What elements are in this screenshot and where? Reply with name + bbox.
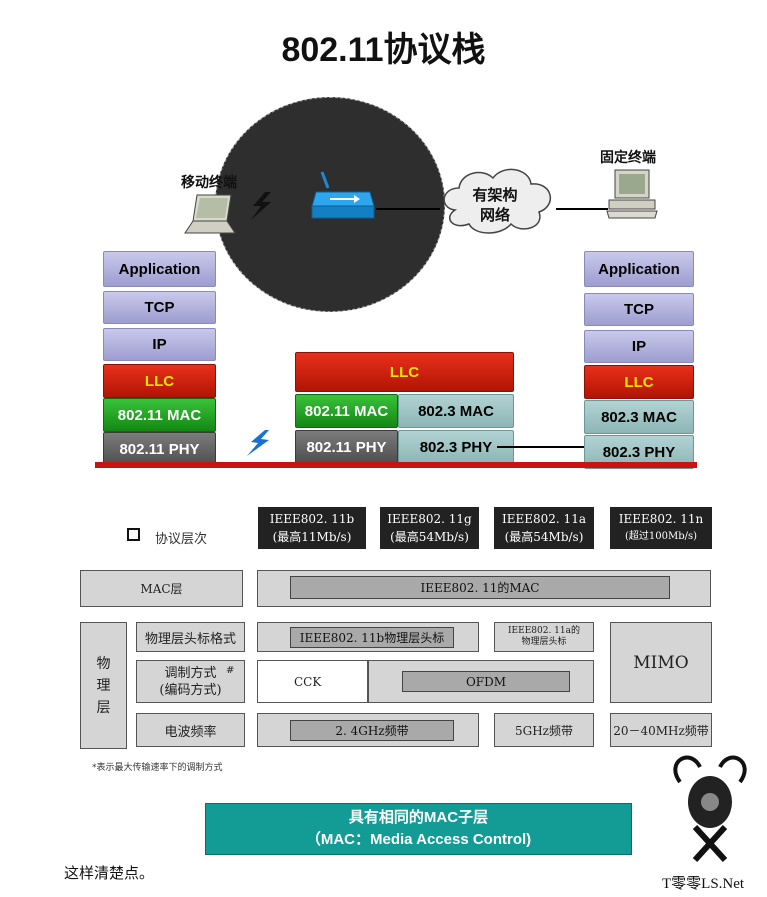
footnote: *表示最大传输速率下的调制方式	[92, 763, 223, 773]
mobile-terminal-label: 移动终端	[181, 174, 237, 190]
right-stack-application: Application	[584, 251, 694, 287]
lightning-icon	[251, 192, 271, 220]
header-11b: IEEE802. 11b (最高11Mb/s)	[258, 507, 366, 549]
cck-cell: CCK	[257, 660, 368, 703]
legend-square-icon	[127, 528, 140, 541]
wired-network-cloud-icon	[443, 168, 552, 234]
mac-sublayer-banner: 具有相同的MAC子层 （MAC：Media Access Control)	[205, 803, 632, 855]
middle-stack-mac-3: 802.3 MAC	[398, 394, 514, 428]
right-stack-ip: IP	[584, 330, 694, 363]
wired-cloud-label: 有架构 网络	[460, 186, 530, 226]
header-11n: IEEE802. 11n (超过100Mb/s)	[610, 507, 712, 549]
middle-stack-llc: LLC	[295, 352, 514, 392]
freq-2040-cell: 20－40MHz频带	[610, 713, 712, 747]
mac-value-bar: IEEE802. 11的MAC	[290, 576, 670, 599]
banner-line2: （MAC：Media Access Control)	[305, 831, 532, 848]
header-11g-rate: (最高54Mb/s)	[390, 530, 469, 544]
phy-layer-cell: 物 理 层	[80, 622, 127, 749]
access-point-icon	[311, 171, 375, 219]
header-11g: IEEE802. 11g (最高54Mb/s)	[380, 507, 479, 549]
left-stack-llc: LLC	[103, 364, 216, 398]
laptop-icon	[184, 194, 236, 234]
phy-header-11a-cell: IEEE802. 11a的 物理层头标	[494, 622, 594, 652]
header-11b-rate: (最高11Mb/s)	[272, 530, 352, 544]
ofdm-bar: OFDM	[402, 671, 570, 692]
right-stack-mac: 802.3 MAC	[584, 400, 694, 434]
wireless-link-icon	[247, 430, 269, 456]
header-11g-name: IEEE802. 11g	[387, 512, 472, 526]
ground-bar	[95, 462, 697, 468]
dragon-logo-icon	[673, 755, 747, 863]
phy-header-11b-bar: IEEE802. 11b物理层头标	[290, 627, 454, 648]
header-11a-rate: (最高54Mb/s)	[504, 530, 584, 544]
wired-link-line	[497, 446, 587, 448]
left-stack-ip: IP	[103, 328, 216, 361]
wired-cloud-line1: 有架构	[472, 187, 518, 204]
mac-layer-cell: MAC层	[80, 570, 243, 607]
freq-5-cell: 5GHz频带	[494, 713, 594, 747]
freq-24-bar: 2. 4GHz频带	[290, 720, 454, 741]
middle-stack-mac-11: 802.11 MAC	[295, 394, 398, 428]
header-11a: IEEE802. 11a (最高54Mb/s)	[494, 507, 594, 549]
banner-line1: 具有相同的MAC子层	[348, 809, 489, 826]
modulation-cell: 调制方式 (编码方式)	[136, 660, 245, 703]
middle-stack-phy-3: 802.3 PHY	[398, 430, 514, 464]
legend-label: 协议层次	[155, 532, 208, 547]
mimo-cell: MIMO	[610, 622, 712, 703]
phy-header-format-cell: 物理层头标格式	[136, 622, 245, 652]
desktop-pc-icon	[606, 169, 658, 219]
right-stack-llc: LLC	[584, 365, 694, 399]
watermark-text: T零零LS.Net	[662, 876, 745, 892]
fixed-terminal-label: 固定终端	[600, 149, 656, 165]
left-stack-tcp: TCP	[103, 291, 216, 324]
left-stack-application: Application	[103, 251, 216, 287]
page-title: 802.11协议栈	[281, 31, 486, 69]
left-stack-phy: 802.11 PHY	[103, 432, 216, 466]
header-11a-name: IEEE802. 11a	[502, 512, 586, 526]
header-11b-name: IEEE802. 11b	[269, 512, 355, 526]
modulation-mark: #	[226, 665, 235, 676]
header-11n-name: IEEE802. 11n	[618, 512, 704, 526]
wired-cloud-line2: 网络	[479, 207, 510, 224]
header-11n-rate: (超过100Mb/s)	[624, 531, 698, 542]
ap-link-line	[376, 208, 440, 210]
frequency-cell: 电波频率	[136, 713, 245, 747]
caption-text: 这样清楚点。	[64, 864, 155, 882]
cloud-to-pc-line	[556, 208, 608, 210]
right-stack-tcp: TCP	[584, 293, 694, 326]
middle-stack-phy-11: 802.11 PHY	[295, 430, 398, 464]
left-stack-mac: 802.11 MAC	[103, 398, 216, 432]
